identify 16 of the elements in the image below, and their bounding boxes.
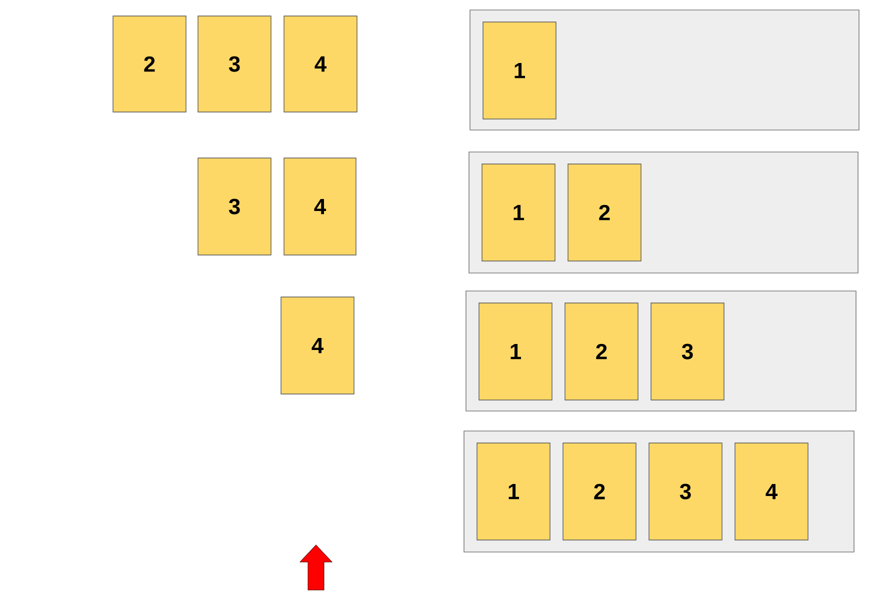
card: 4 xyxy=(280,296,354,394)
card: 4 xyxy=(734,442,808,540)
card: 2 xyxy=(562,442,636,540)
card: 2 xyxy=(564,302,638,400)
card: 3 xyxy=(648,442,722,540)
card: 1 xyxy=(482,22,556,120)
card: 4 xyxy=(284,158,356,256)
card: 1 xyxy=(478,302,552,400)
card: 1 xyxy=(476,442,550,540)
card: 3 xyxy=(198,158,272,256)
card: 1 xyxy=(482,164,556,262)
card: 3 xyxy=(650,302,724,400)
card: 2 xyxy=(112,16,186,112)
card: 2 xyxy=(568,164,642,262)
card: 4 xyxy=(284,16,358,112)
card: 3 xyxy=(198,16,272,112)
